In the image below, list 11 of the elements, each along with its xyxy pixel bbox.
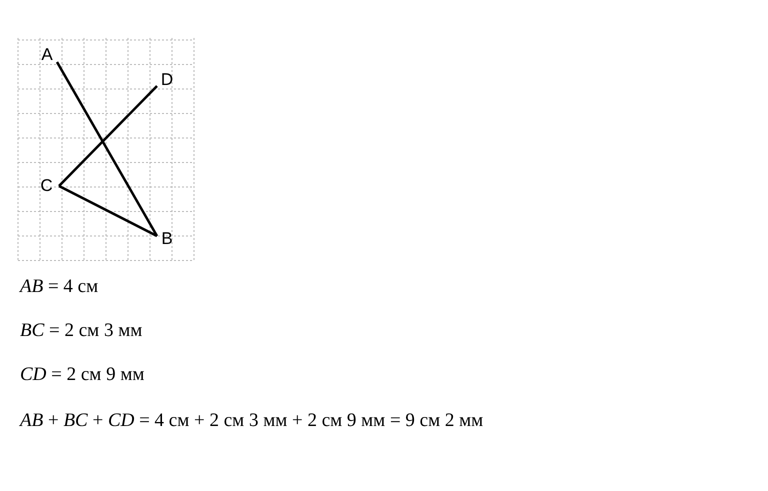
- point-label: A: [36, 47, 58, 63]
- equation: CD = 2 см 9 мм: [20, 364, 144, 386]
- point-label: C: [34, 177, 59, 195]
- line-segment: [58, 184, 158, 238]
- point-label: B: [156, 230, 178, 248]
- equation: AB = 4 см: [20, 276, 98, 298]
- point-label: D: [156, 72, 178, 88]
- equation: BC = 2 см 3 мм: [20, 320, 142, 342]
- equation: AB + BC + CD = 4 см + 2 см 3 мм + 2 см 9 мм = 9 см 2 мм: [20, 410, 484, 432]
- line-segment: [58, 85, 158, 187]
- line-segment: [56, 61, 158, 237]
